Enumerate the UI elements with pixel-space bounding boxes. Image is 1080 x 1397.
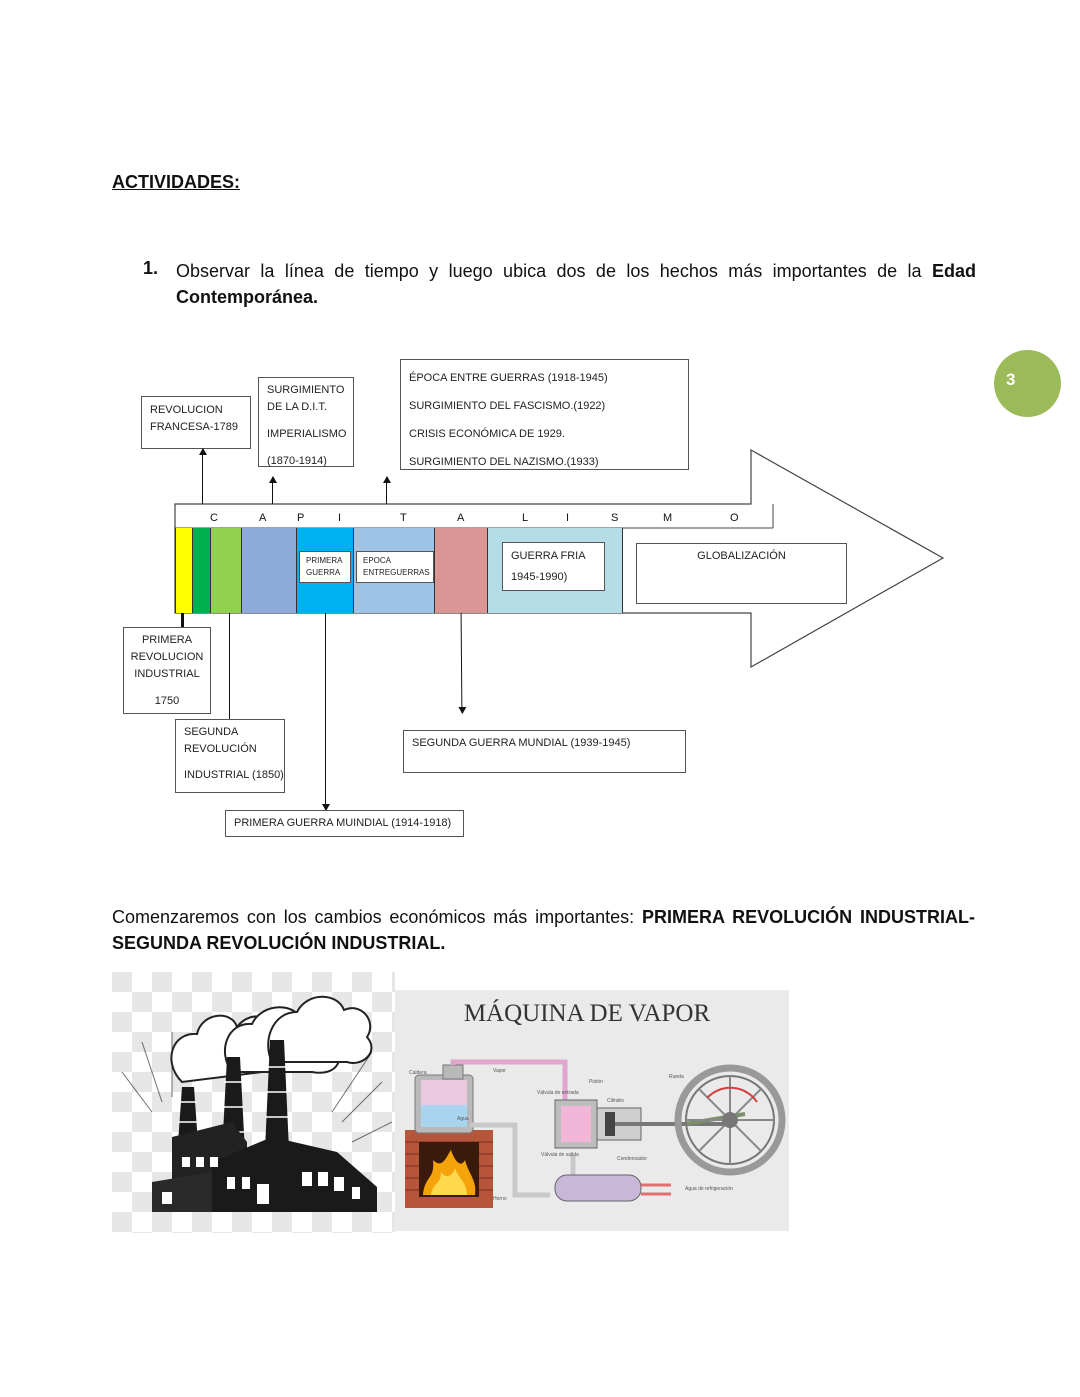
segunda-guerra-box: SEGUNDA GUERRA MUNDIAL (1939-1945) (403, 730, 686, 773)
page-number: 3 (1006, 370, 1016, 389)
capitalismo-letter: M (663, 512, 673, 524)
guerra-fria-box: GUERRA FRIA 1945-1990) (502, 542, 605, 591)
capitalismo-letter: C (210, 512, 218, 524)
label-piston: Pistón (589, 1079, 603, 1085)
guerra-fria-dates: 1945-1990) (511, 571, 568, 583)
cell-label-line: ENTREGUERRAS (363, 568, 430, 577)
paragraph-text: Comenzaremos con los cambios económicos … (112, 907, 642, 927)
steam-engine-diagram: MÁQUINA DE VAPOR (395, 990, 789, 1231)
label-agua: Agua (457, 1116, 469, 1122)
segunda-revolucion-box: SEGUNDA REVOLUCIÓN INDUSTRIAL (1850) (175, 719, 285, 793)
period-cell-yellow (175, 528, 193, 613)
period-cell-light-green (211, 528, 242, 613)
intro-paragraph: Comenzaremos con los cambios económicos … (112, 904, 975, 956)
box-line: DE LA D.I.T. (267, 401, 327, 413)
box-line: IMPERIALISMO (267, 428, 347, 440)
paragraph-bold: PRIMERA REVOLUCIÓN INDUSTRIAL-SEGUNDA RE… (112, 907, 975, 953)
box-line: REVOLUCION (150, 404, 223, 416)
label-cilindro: Cilindro (607, 1098, 624, 1104)
entreguerras-cell-label: EPOCA ENTREGUERRAS (356, 551, 434, 583)
label-condensador: Condensador (617, 1156, 647, 1162)
label-vapor: Vapor (493, 1068, 506, 1074)
box-line: SURGIMIENTO DEL FASCISMO.(1922) (409, 400, 606, 412)
question-text: Observar la línea de tiempo y luego ubic… (176, 258, 976, 310)
question-text-main: Observar la línea de tiempo y luego ubic… (176, 261, 932, 281)
box-line: REVOLUCIÓN (184, 743, 257, 755)
period-cell-periwinkle (242, 528, 297, 613)
box-line: ÉPOCA ENTRE GUERRAS (1918-1945) (409, 372, 608, 384)
surgimiento-dit-box: SURGIMIENTO DE LA D.I.T. IMPERIALISMO (1… (258, 377, 354, 467)
primera-guerra-box: PRIMERA GUERRA MUINDIAL (1914-1918) (225, 810, 464, 837)
period-cell-dark-green (193, 528, 211, 613)
label-valvula-entrada: Válvula de entrada (537, 1090, 579, 1096)
connector-arrow-down (321, 613, 330, 811)
cell-label-line: PRIMERA (306, 556, 343, 565)
capitalismo-letter: S (611, 512, 619, 524)
box-line: INDUSTRIAL (1850) (184, 769, 284, 781)
box-line: FRANCESA-1789 (150, 421, 239, 433)
capitalismo-letter: A (457, 512, 465, 524)
box-line: SEGUNDA GUERRA MUNDIAL (1939-1945) (412, 737, 631, 749)
steam-engine-drawing: Caldera Vapor Pistón Rueda Válvula de en… (405, 1059, 786, 1208)
cell-label-line: EPOCA (363, 556, 392, 565)
box-line: PRIMERA (141, 634, 193, 646)
box-line: REVOLUCION (130, 651, 204, 663)
capitalismo-letter: I (566, 512, 570, 524)
factory-illustration (112, 972, 395, 1233)
page-number-badge: 3 (994, 350, 1061, 417)
connector-line (181, 613, 184, 628)
connector-line (229, 613, 230, 720)
box-line: 1750 (154, 695, 180, 707)
connector-arrow-up (268, 476, 277, 504)
connector-arrow-up (382, 476, 391, 504)
box-line: SURGIMIENTO DEL NAZISMO.(1933) (409, 456, 599, 468)
globalizacion-box: GLOBALIZACIÓN (636, 543, 847, 604)
box-line: SEGUNDA (184, 726, 239, 738)
entre-guerras-box: ÉPOCA ENTRE GUERRAS (1918-1945) SURGIMIE… (400, 359, 689, 470)
box-line: PRIMERA GUERRA MUINDIAL (1914-1918) (234, 817, 452, 829)
capitalismo-letter: P (297, 512, 305, 524)
capitalismo-letter: L (522, 512, 529, 524)
cell-label-line: GUERRA (306, 568, 341, 577)
capitalismo-letter: T (400, 512, 407, 524)
primera-revolucion-box: PRIMERA REVOLUCION INDUSTRIAL 1750 (123, 627, 211, 714)
globalizacion-label: GLOBALIZACIÓN (697, 550, 786, 562)
capitalismo-letter: I (338, 512, 342, 524)
label-valvula-salida: Válvula de salida (541, 1152, 579, 1158)
question-text-bold: Edad Contemporánea. (176, 261, 976, 307)
label-caldera: Caldera (409, 1070, 427, 1076)
steam-engine-title: MÁQUINA DE VAPOR (463, 1000, 711, 1027)
box-line: CRISIS ECONÓMICA DE 1929. (409, 428, 565, 440)
primera-guerra-cell-label: PRIMERA GUERRA (299, 551, 351, 583)
box-line: SURGIMIENTO (267, 384, 345, 396)
label-agua-refrigeracion: Agua de refrigeración (685, 1186, 733, 1192)
box-line: INDUSTRIAL (134, 668, 200, 680)
capitalismo-letter: A (259, 512, 267, 524)
activities-heading: ACTIVIDADES: (112, 172, 241, 192)
guerra-fria-title: GUERRA FRIA (511, 550, 586, 562)
connector-arrow-up (198, 448, 207, 504)
box-line: (1870-1914) (267, 455, 327, 467)
question-number: 1. (143, 258, 159, 278)
label-rueda: Rueda (669, 1074, 684, 1080)
capitalismo-letter: O (730, 512, 739, 524)
label-horno: Horno (493, 1196, 507, 1202)
period-cell-segunda-guerra (435, 528, 488, 613)
revolucion-francesa-box: REVOLUCION FRANCESA-1789 (141, 396, 251, 449)
